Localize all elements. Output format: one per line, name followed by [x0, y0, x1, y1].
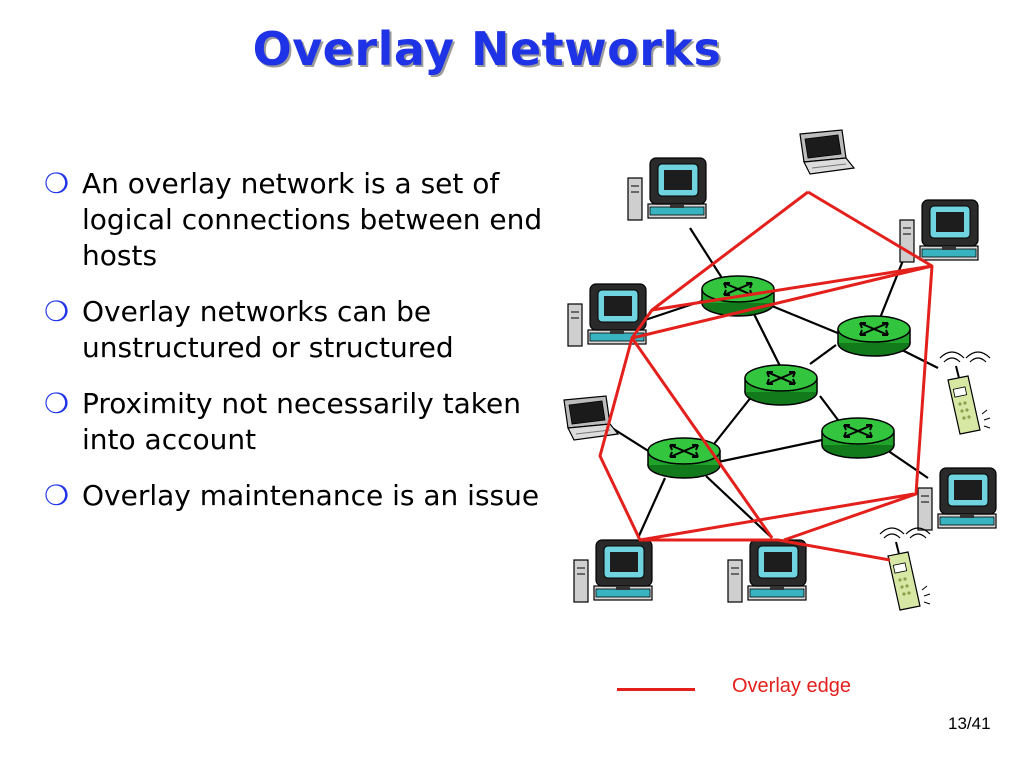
router-icon	[647, 437, 721, 479]
bullet-text: An overlay network is a set of logical c…	[82, 167, 543, 272]
bullet-item: ❍ Overlay maintenance is an issue	[44, 478, 574, 514]
page-number: 13/41	[948, 714, 991, 733]
cell-phone-icon	[879, 527, 931, 611]
bullet-circle-icon: ❍	[44, 295, 70, 328]
desktop-computer-icon	[917, 467, 997, 531]
desktop-computer-icon	[627, 157, 707, 221]
laptop-icon	[799, 129, 855, 175]
bullet-circle-icon: ❍	[44, 387, 70, 420]
bullet-text: Overlay networks can be unstructured or …	[82, 295, 454, 364]
cell-phone-icon	[939, 351, 991, 435]
legend-overlay-edge-label: Overlay edge	[732, 675, 851, 697]
bullet-item: ❍ An overlay network is a set of logical…	[44, 166, 574, 274]
bullet-circle-icon: ❍	[44, 479, 70, 512]
router-icon	[837, 315, 911, 357]
overlay-edges	[598, 190, 934, 562]
overlay-network-diagram	[563, 129, 997, 611]
legend-overlay-edge-line	[617, 688, 695, 691]
bullet-item: ❍ Overlay networks can be unstructured o…	[44, 294, 574, 366]
bullet-circle-icon: ❍	[44, 167, 70, 200]
bullet-text: Proximity not necessarily taken into acc…	[82, 387, 521, 456]
bullet-text: Overlay maintenance is an issue	[82, 479, 540, 512]
router-icon	[821, 417, 895, 459]
router-icon	[744, 364, 818, 406]
bullet-list: ❍ An overlay network is a set of logical…	[44, 166, 574, 514]
desktop-computer-icon	[727, 539, 807, 603]
bullet-item: ❍ Proximity not necessarily taken into a…	[44, 386, 574, 458]
desktop-computer-icon	[573, 539, 653, 603]
slide-title: Overlay Networks	[252, 22, 722, 76]
